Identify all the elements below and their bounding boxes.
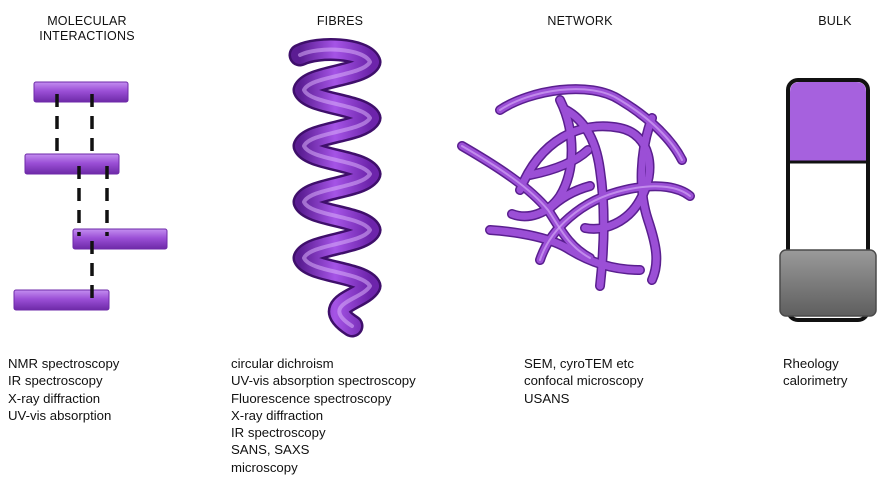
technique-item: UV-vis absorption <box>8 407 119 424</box>
technique-item: Rheology <box>783 355 847 372</box>
gel-top <box>790 82 866 162</box>
technique-item: SEM, cyroTEM etc <box>524 355 643 372</box>
vial-cap <box>780 250 876 316</box>
molecular-techniques-list: NMR spectroscopy IR spectroscopy X-ray d… <box>8 355 119 424</box>
bulk-techniques-list: Rheology calorimetry <box>783 355 847 390</box>
technique-item: X-ray diffraction <box>231 407 416 424</box>
network-techniques-list: SEM, cyroTEM etc confocal microscopy USA… <box>524 355 643 407</box>
technique-item: USANS <box>524 390 643 407</box>
interaction-dashes <box>57 94 107 300</box>
technique-item: NMR spectroscopy <box>8 355 119 372</box>
molecule-bar <box>73 229 167 249</box>
technique-item: confocal microscopy <box>524 372 643 389</box>
molecule-bar <box>14 290 109 310</box>
technique-item: SANS, SAXS <box>231 441 416 458</box>
molecular-stacking-illustration <box>14 82 167 310</box>
illustrations <box>0 0 882 340</box>
fibre-network-illustration <box>462 89 690 286</box>
fibres-techniques-list: circular dichroism UV-vis absorption spe… <box>231 355 416 476</box>
technique-item: circular dichroism <box>231 355 416 372</box>
technique-item: calorimetry <box>783 372 847 389</box>
molecule-bar <box>25 154 119 174</box>
helical-fibre-illustration <box>300 50 370 326</box>
technique-item: UV-vis absorption spectroscopy <box>231 372 416 389</box>
molecule-bar <box>34 82 128 102</box>
technique-item: microscopy <box>231 459 416 476</box>
gel-vial-illustration <box>780 80 876 320</box>
technique-item: X-ray diffraction <box>8 390 119 407</box>
technique-item: Fluorescence spectroscopy <box>231 390 416 407</box>
technique-item: IR spectroscopy <box>8 372 119 389</box>
technique-item: IR spectroscopy <box>231 424 416 441</box>
